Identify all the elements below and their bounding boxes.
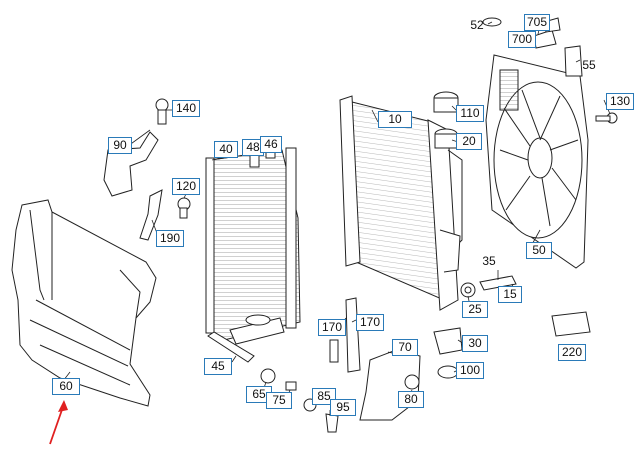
label-700[interactable]: 700 <box>508 31 536 48</box>
label-80[interactable]: 80 <box>398 391 424 408</box>
label-46[interactable]: 46 <box>260 136 282 153</box>
label-52[interactable]: 52 <box>470 18 484 32</box>
label-170-left[interactable]: 170 <box>318 319 346 336</box>
label-85[interactable]: 85 <box>312 388 336 405</box>
label-48[interactable]: 48 <box>242 139 264 156</box>
label-50[interactable]: 50 <box>526 242 552 259</box>
condenser <box>205 147 301 345</box>
label-55[interactable]: 55 <box>582 58 596 72</box>
label-65[interactable]: 65 <box>246 386 272 403</box>
label-70[interactable]: 70 <box>392 339 418 356</box>
radiator <box>339 95 463 311</box>
label-90[interactable]: 90 <box>108 137 132 154</box>
label-190[interactable]: 190 <box>156 230 184 247</box>
label-45[interactable]: 45 <box>204 358 232 375</box>
label-40[interactable]: 40 <box>214 141 238 158</box>
label-30[interactable]: 30 <box>462 335 488 352</box>
small-parts <box>103 17 618 433</box>
label-15[interactable]: 15 <box>498 286 522 303</box>
label-120[interactable]: 120 <box>172 178 200 195</box>
label-170-right[interactable]: 170 <box>356 314 384 331</box>
label-110[interactable]: 110 <box>456 105 484 122</box>
label-10[interactable]: 10 <box>378 111 412 128</box>
label-140[interactable]: 140 <box>172 100 200 117</box>
label-20[interactable]: 20 <box>456 133 482 150</box>
label-60[interactable]: 60 <box>52 378 80 395</box>
label-35[interactable]: 35 <box>482 254 496 268</box>
label-100[interactable]: 100 <box>456 362 484 379</box>
label-95[interactable]: 95 <box>330 399 356 416</box>
label-25[interactable]: 25 <box>462 301 488 318</box>
label-130[interactable]: 130 <box>606 93 634 110</box>
label-220[interactable]: 220 <box>558 344 586 361</box>
fan-assembly <box>485 45 589 269</box>
air-duct-shroud <box>11 199 157 407</box>
label-75[interactable]: 75 <box>266 392 292 409</box>
red-arrow <box>49 400 68 445</box>
label-705[interactable]: 705 <box>524 14 550 31</box>
